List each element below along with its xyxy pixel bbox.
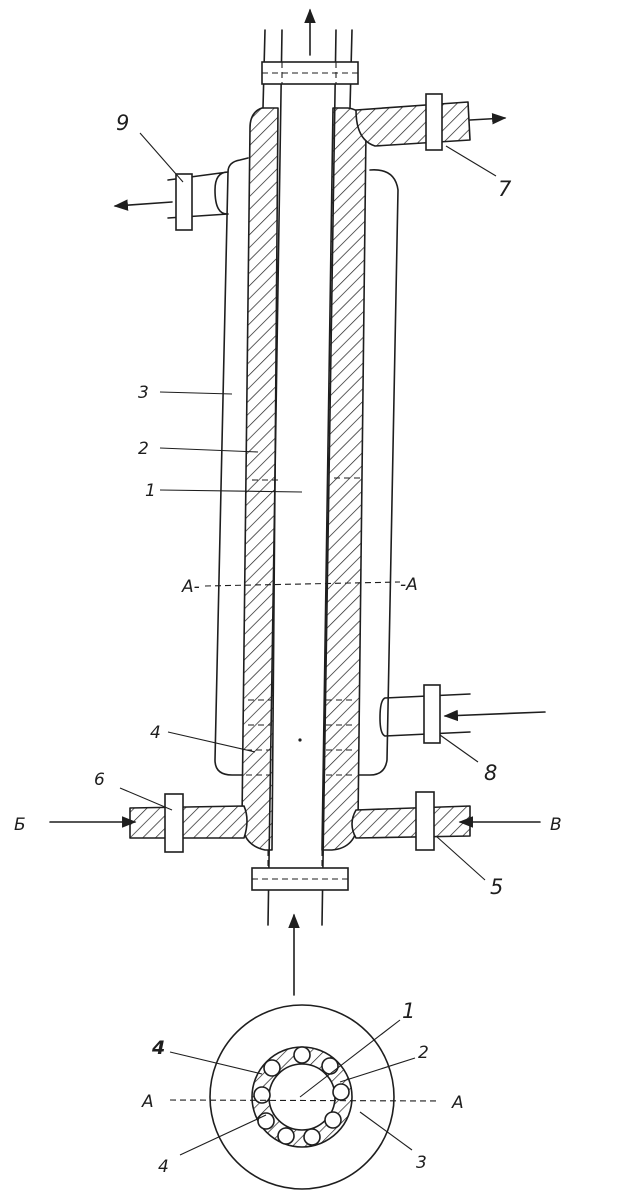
section-axis bbox=[169, 1099, 441, 1102]
leader-5 bbox=[435, 835, 486, 881]
section-label-3: 3 bbox=[416, 1153, 427, 1173]
top-right-branch bbox=[355, 101, 471, 147]
leader-3 bbox=[159, 391, 233, 395]
leader-2 bbox=[159, 447, 259, 453]
section-label-a-left: A bbox=[141, 1092, 154, 1112]
label-section-a-right: -A bbox=[400, 575, 418, 595]
label-5: 5 bbox=[490, 875, 503, 899]
tube-inner-left bbox=[267, 29, 283, 926]
section-label-4-top: 4 bbox=[151, 1037, 165, 1059]
jacket-shell bbox=[214, 157, 399, 776]
label-7: 7 bbox=[498, 177, 512, 201]
flange-right bbox=[351, 805, 471, 839]
section-label-a-right: A bbox=[451, 1093, 464, 1113]
leader-9 bbox=[139, 132, 184, 183]
label-4: 4 bbox=[150, 723, 161, 743]
section-label-2: 2 bbox=[418, 1043, 429, 1063]
section-leader-2 bbox=[339, 1057, 416, 1083]
label-6: 6 bbox=[94, 770, 105, 790]
leader-1 bbox=[159, 489, 303, 493]
section-jacket bbox=[209, 1004, 395, 1190]
leader-6 bbox=[119, 787, 173, 811]
leader-7 bbox=[445, 145, 497, 177]
section-label-4-bottom: 4 bbox=[158, 1157, 169, 1177]
label-1: 1 bbox=[145, 481, 156, 501]
center-dot bbox=[298, 738, 302, 742]
label-9: 9 bbox=[116, 111, 129, 135]
leader-4 bbox=[167, 731, 256, 753]
tube-inner-right bbox=[321, 29, 337, 926]
right-inlet-arrow bbox=[443, 709, 546, 722]
top-right-outlet-arrow bbox=[469, 112, 507, 125]
left-outlet-arrow bbox=[113, 199, 173, 211]
flange-right-bolt bbox=[415, 791, 435, 851]
right-inlet-bolt bbox=[423, 684, 441, 744]
insert-dashes bbox=[246, 477, 362, 776]
section-label-1: 1 bbox=[402, 999, 415, 1023]
section-leader-3 bbox=[359, 1111, 413, 1151]
left-branch-bolt bbox=[175, 173, 193, 231]
section-leader-1 bbox=[299, 1019, 401, 1098]
section-leader-4-top bbox=[169, 1051, 263, 1075]
label-b: Б bbox=[14, 815, 26, 835]
label-section-a-left: A- bbox=[181, 577, 200, 597]
flange-left-bolt bbox=[164, 793, 184, 853]
section-leader-4-bottom bbox=[179, 1114, 267, 1156]
cross-section bbox=[169, 1004, 441, 1190]
tube-wall-left bbox=[241, 107, 279, 851]
label-8: 8 bbox=[484, 761, 497, 785]
top-right-bolt bbox=[425, 93, 443, 151]
section-line-aa bbox=[204, 581, 401, 587]
leader-8 bbox=[439, 734, 479, 763]
label-2: 2 bbox=[138, 439, 149, 459]
label-3: 3 bbox=[138, 383, 149, 403]
label-v: В bbox=[550, 815, 562, 835]
section-insert-circles bbox=[253, 1046, 350, 1146]
flange-left bbox=[129, 805, 248, 839]
